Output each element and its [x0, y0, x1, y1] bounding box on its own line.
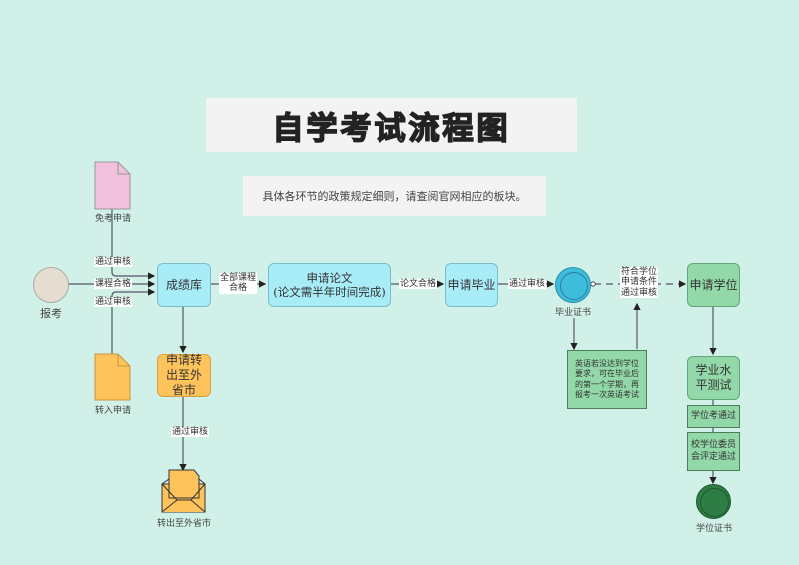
- degree-application-label: 申请学位: [689, 277, 738, 292]
- degree-certificate-label: 学位证书: [695, 524, 732, 534]
- degree-certificate-inner-ring: [700, 488, 729, 517]
- start-label: 报考: [40, 307, 62, 320]
- edge-exempt-to-score: [111, 208, 156, 280]
- score-database-node[interactable]: 成绩库: [157, 263, 211, 307]
- level-test-node[interactable]: 学业水平测试: [687, 356, 740, 400]
- page-title: 自学考试流程图: [272, 110, 511, 148]
- edge-label-thesis-pass: 论文合格: [399, 279, 438, 290]
- score-database-label: 成绩库: [165, 277, 202, 292]
- english-note-text: 英语若没达到学位要求，可在毕业后的第一个学期，再报考一次英语考试: [575, 358, 639, 399]
- edge-label-all-courses: 全部课程 合格: [219, 273, 258, 294]
- edge-label-all-courses-line1: 全部课程: [220, 273, 257, 283]
- envelope-icon[interactable]: [161, 468, 207, 514]
- transfer-out-label: 申请转出至外省市: [165, 353, 202, 397]
- title-banner: 自学考试流程图: [206, 98, 577, 152]
- edge-transfer-in-to-score: [111, 288, 156, 354]
- committee-review-node[interactable]: 校学位委员会评定通过: [687, 432, 740, 471]
- exempt-doc-label: 免考申请: [94, 214, 131, 224]
- degree-exam-label: 学位考通过: [690, 410, 736, 421]
- edge-label-degree-cond-line1: 符合学位: [621, 267, 658, 277]
- edge-label-degree-condition: 符合学位 申请条件 通过审核: [620, 267, 659, 299]
- transfer-in-document-icon[interactable]: [94, 353, 132, 402]
- edge-label-exempt-pass: 通过审核: [94, 257, 133, 268]
- edge-label-all-courses-line2: 合格: [229, 283, 248, 294]
- exempt-document-icon[interactable]: [94, 161, 132, 211]
- graduation-certificate-circle[interactable]: [555, 267, 591, 303]
- edge-label-degree-cond-line3: 通过审核: [621, 287, 658, 298]
- edge-label-degree-cond-line2: 申请条件: [621, 277, 658, 288]
- english-requirement-note: 英语若没达到学位要求，可在毕业后的第一个学期，再报考一次英语考试: [567, 350, 647, 409]
- transfer-out-doc-label: 转出至外省市: [156, 519, 211, 529]
- graduation-application-node[interactable]: 申请毕业: [445, 263, 498, 307]
- dashed-edge-origin-dot: [590, 281, 596, 287]
- transfer-out-node[interactable]: 申请转出至外省市: [157, 353, 211, 397]
- transfer-in-doc-label: 转入申请: [94, 406, 131, 416]
- edge-label-graduation-pass: 通过审核: [508, 279, 547, 290]
- thesis-label-line2: (论文需半年时间完成): [273, 285, 386, 299]
- degree-exam-node[interactable]: 学位考通过: [687, 405, 740, 428]
- level-test-label: 学业水平测试: [695, 363, 732, 392]
- thesis-application-node[interactable]: 申请论文 (论文需半年时间完成): [268, 263, 391, 307]
- edge-label-transfer-in-pass: 通过审核: [94, 297, 133, 308]
- committee-review-label: 校学位委员会评定通过: [691, 440, 737, 462]
- degree-certificate-circle[interactable]: [696, 484, 731, 519]
- edge-label-transfer-out-pass: 通过审核: [171, 427, 210, 438]
- graduation-certificate-label: 毕业证书: [554, 308, 591, 318]
- graduation-label: 申请毕业: [447, 277, 496, 292]
- graduation-certificate-inner-ring: [560, 272, 588, 300]
- start-circle[interactable]: [33, 267, 69, 303]
- policy-note: 具体各环节的政策规定细则，请查阅官网相应的板块。: [243, 176, 546, 216]
- degree-application-node[interactable]: 申请学位: [687, 263, 740, 307]
- edge-label-course-pass: 课程合格: [94, 279, 133, 290]
- thesis-label-line1: 申请论文: [306, 270, 353, 285]
